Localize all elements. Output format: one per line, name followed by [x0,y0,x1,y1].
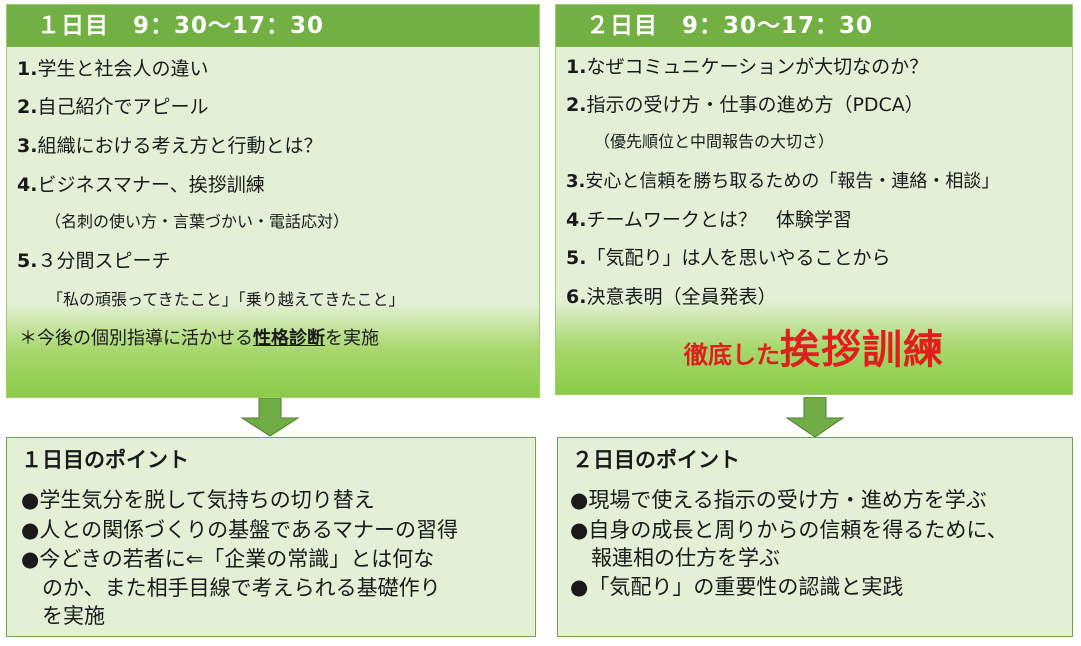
item-number: 3. [17,135,38,157]
callout-main: 挨拶訓練 [780,327,944,373]
day1-item-1: 1.学生と社会人の違い [17,57,208,81]
item-number: 2. [17,96,38,118]
day1-points-box: １日目のポイント ●学生気分を脱して気持ちの切り替え ●人との関係づくりの基盤で… [6,437,536,637]
day1-point-line: ●今どきの若者に⇐「企業の常識」とは何な [21,547,435,571]
day1-item-3: 3.組織における考え方と行動とは？ [17,134,322,158]
item-text: 指示の受け方・仕事の進め方（PDCA） [586,94,924,116]
item-text: なぜコミュニケーションが大切なのか？ [586,56,929,78]
item-text: 組織における考え方と行動とは？ [37,135,323,157]
item-text: 安心と信頼を勝ち取るための「報告・連絡・相談」 [585,171,1000,192]
day2-point-line: ●「気配り」の重要性の認識と実践 [570,575,904,599]
item-text: 自己紹介でアピール [37,96,209,118]
day1-point-line: のか、また相手目線で考えられる基礎作り [21,576,441,600]
day1-footnote: ＊今後の個別指導に活かせる性格診断を実施 [19,327,379,351]
item-number: 6. [566,286,587,308]
item-number: 4. [17,174,38,196]
item-number: 5. [17,250,38,272]
item-number: 3. [566,171,586,192]
day2-item-1: 1.なぜコミュニケーションが大切なのか？ [566,55,928,79]
day1-point-line: ●人との関係づくりの基盤であるマナーの習得 [21,518,459,542]
day2-points-box: ２日目のポイント ●現場で使える指示の受け方・進め方を学ぶ ●自身の成長と周りか… [557,437,1073,637]
item-number: 1. [17,58,38,80]
callout-prefix: 徹底した [684,341,780,369]
day1-point-line: ●学生気分を脱して気持ちの切り替え [21,488,375,512]
item-text: 「気配り」は人を思いやることから [586,247,891,269]
day2-point-line: ●現場で使える指示の受け方・進め方を学ぶ [570,488,987,512]
greeting-training-callout: 徹底した挨拶訓練 [556,317,1072,375]
item-number: 2. [566,94,587,116]
day1-item-4: 4.ビジネスマナー、挨拶訓練 [17,173,265,197]
day1-point-line: を実施 [21,604,105,628]
item-number: 4. [566,209,587,231]
day1-item-5: 5.３分間スピーチ [17,249,170,273]
day1-points-title: １日目のポイント [21,448,189,472]
footnote-text-end: を実施 [325,328,379,349]
day2-header: ２日目 9：30〜17：30 [556,5,1072,47]
day2-item-5: 5.「気配り」は人を思いやることから [566,246,890,270]
day2-item-6: 6.決意表明（全員発表） [566,285,776,309]
day2-item-3: 3.安心と信頼を勝ち取るための「報告・連絡・相談」 [566,170,999,194]
day1-item-2: 2.自己紹介でアピール [17,95,208,119]
day1-schedule-panel: １日目 9：30〜17：30 1.学生と社会人の違い 2.自己紹介でアピール 3… [6,4,540,398]
day2-note-priorities: （優先順位と中間報告の大切さ） [594,132,835,151]
personality-test-emphasis: 性格診断 [253,328,325,349]
footnote-text: ＊今後の個別指導に活かせる [19,328,253,349]
day2-points-title: ２日目のポイント [572,448,740,472]
day2-schedule-panel: ２日目 9：30〜17：30 1.なぜコミュニケーションが大切なのか？ 2.指示… [555,4,1073,395]
item-number: 5. [566,247,587,269]
day2-item-2: 2.指示の受け方・仕事の進め方（PDCA） [566,93,924,117]
item-text: 決意表明（全員発表） [586,286,777,308]
day1-note-speech-topics: 「私の頑張ってきたこと」「乗り越えてきたこと」 [47,290,405,309]
item-number: 1. [566,56,587,78]
item-text: ３分間スピーチ [37,250,171,272]
day2-down-arrow-icon [785,397,845,438]
day2-point-line: 報連相の仕方を学ぶ [570,546,780,570]
day2-point-line: ●自身の成長と周りからの信頼を得るために、 [570,518,1008,542]
item-text: ビジネスマナー、挨拶訓練 [37,174,265,196]
day1-note-business-cards: （名刺の使い方・言葉づかい・電話応対） [45,212,350,231]
day2-item-4: 4.チームワークとは？ 体験学習 [566,208,852,232]
day1-down-arrow-icon [240,398,300,437]
item-text: チームワークとは？ 体験学習 [586,209,852,231]
item-text: 学生と社会人の違い [37,58,209,80]
day1-header: １日目 9：30〜17：30 [7,5,539,47]
